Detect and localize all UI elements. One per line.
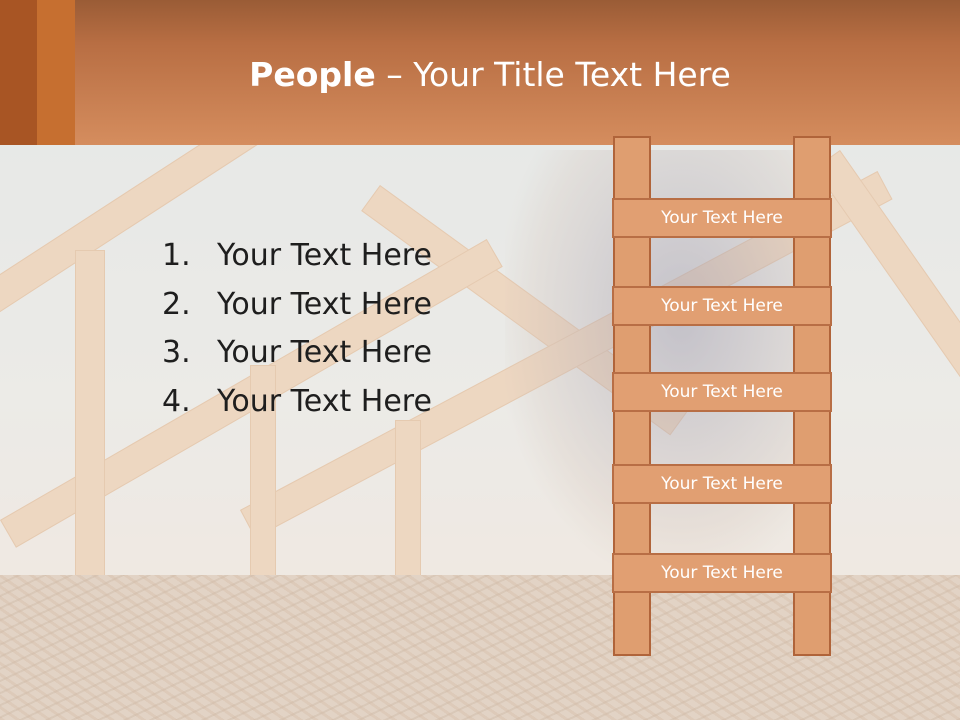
list-text: Your Text Here xyxy=(217,335,432,370)
list-number: 3. xyxy=(162,335,191,370)
header-accent-stripe xyxy=(37,0,75,145)
list-item: 2. Your Text Here xyxy=(162,281,432,330)
ladder-rung: Your Text Here xyxy=(612,286,832,326)
list-number: 2. xyxy=(162,286,191,322)
list-number: 1. xyxy=(162,238,191,273)
list-item: 4. Your Text Here xyxy=(162,378,432,427)
list-item: 1. Your Text Here xyxy=(162,232,432,281)
list-number: 4. xyxy=(162,383,191,419)
slide-title: People – Your Title Text Here xyxy=(0,55,960,94)
truss-post xyxy=(395,420,421,582)
title-bold-part: People xyxy=(249,55,376,94)
numbered-list: 1. Your Text Here 2. Your Text Here 3. Your… xyxy=(162,232,432,426)
list-item: 3. Your Text Here xyxy=(162,329,432,378)
header-accent-stripe xyxy=(0,0,37,145)
list-text: Your Text Here xyxy=(217,383,432,419)
list-text: Your Text Here xyxy=(217,238,432,273)
title-bar: People – Your Title Text Here xyxy=(0,0,960,145)
ladder-rung: Your Text Here xyxy=(612,198,832,238)
truss-post xyxy=(75,250,105,582)
ladder-rung: Your Text Here xyxy=(612,464,832,504)
title-rest-part: – Your Title Text Here xyxy=(375,55,731,94)
ladder-rung: Your Text Here xyxy=(612,553,832,593)
ladder-rung: Your Text Here xyxy=(612,372,832,412)
list-text: Your Text Here xyxy=(217,286,432,322)
